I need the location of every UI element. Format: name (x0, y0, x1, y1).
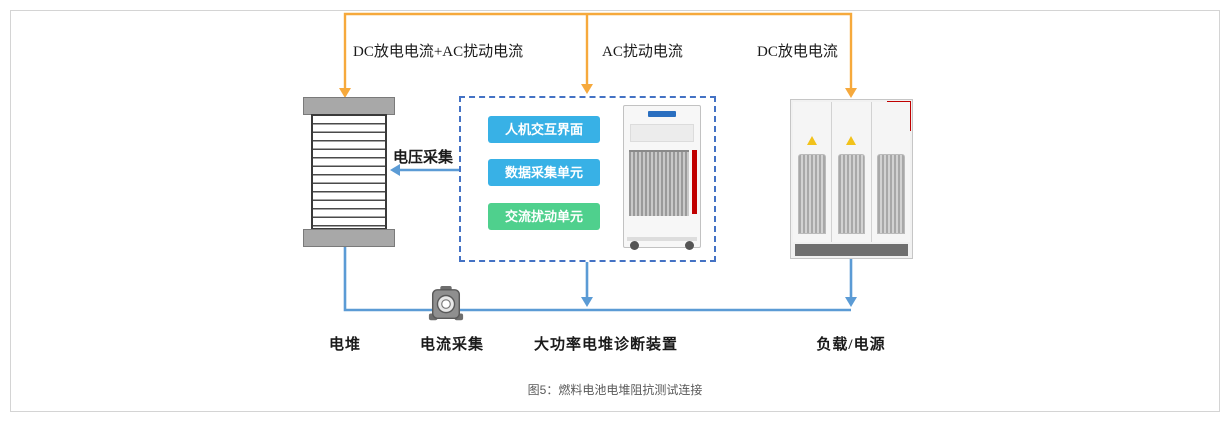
cabinet-door (832, 102, 872, 242)
warning-icon (846, 136, 857, 145)
cabinet-door (871, 102, 910, 242)
unit-box-hmi: 人机交互界面 (488, 116, 600, 143)
load-cabinet-photo (790, 99, 913, 259)
component-label-stack: 电堆 (328, 337, 362, 353)
cabinet-grille (837, 154, 866, 234)
cabinet-door (793, 102, 833, 242)
device-logo (648, 111, 676, 117)
stack-endplate-top (303, 97, 395, 115)
device-base (627, 237, 697, 241)
device-front-panel (630, 124, 694, 142)
cabinet-grille (798, 154, 826, 234)
cabinet-grille (877, 154, 905, 234)
cabinet-doors (793, 102, 910, 242)
device-caster-right (685, 241, 694, 250)
device-red-strip (692, 150, 697, 214)
stack-cells (311, 114, 387, 230)
component-label-diagnostic-device: 大功率电堆诊断装置 (533, 337, 679, 353)
flow-label-dc: DC放电电流 (757, 44, 838, 60)
stack-endplate-bottom (303, 229, 395, 247)
component-label-current-acquisition: 电流采集 (419, 337, 485, 353)
unit-box-data-acquisition: 数据采集单元 (488, 159, 600, 186)
flow-label-dc-plus-ac: DC放电电流+AC扰动电流 (353, 44, 524, 60)
component-label-load-power: 负载/电源 (816, 337, 886, 353)
cabinet-base (795, 244, 908, 256)
warning-icon (807, 136, 818, 145)
current-sensor-icon (428, 286, 464, 321)
figure-caption: 图5：燃料电池电堆阻抗测试连接 (527, 383, 703, 397)
flow-label-ac: AC扰动电流 (602, 44, 683, 60)
device-vent-texture (629, 150, 689, 216)
device-caster-left (630, 241, 639, 250)
unit-box-ac-perturbation: 交流扰动单元 (488, 203, 600, 230)
diagnostic-device-photo (623, 105, 701, 250)
voltage-acquisition-label: 电压采集 (392, 150, 454, 166)
